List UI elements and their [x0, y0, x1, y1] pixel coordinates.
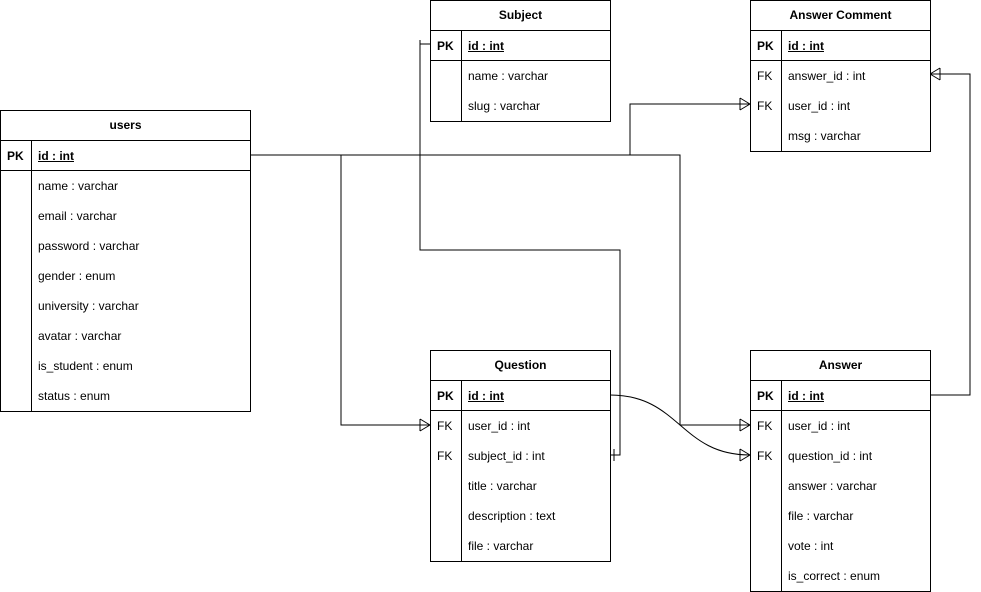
- entity-answer[interactable]: Answer PK id : int FK user_id : int FK que…: [750, 350, 931, 592]
- field-row: name : varchar: [431, 61, 610, 91]
- field-label: msg : varchar: [788, 129, 861, 143]
- field-row: is_correct : enum: [751, 561, 930, 591]
- connector-users-answer: [341, 154, 750, 426]
- key-label: FK: [757, 99, 773, 113]
- key-label: FK: [757, 69, 773, 83]
- field-row: title : varchar: [431, 471, 610, 501]
- entity-question[interactable]: Question PK id : int FK user_id : int FK s…: [430, 350, 611, 562]
- key-label: PK: [437, 388, 454, 403]
- crowfoot-answer-comment-answer-id: [929, 67, 941, 81]
- pk-row: PK id : int: [751, 31, 930, 61]
- field-row: answer : varchar: [751, 471, 930, 501]
- field-label: user_id : int: [468, 419, 531, 433]
- key-label: PK: [757, 38, 774, 53]
- key-label: FK: [757, 419, 773, 433]
- field-label: email : varchar: [38, 209, 117, 223]
- pk-row: PK id : int: [1, 141, 250, 171]
- field-row: FK user_id : int: [751, 91, 930, 121]
- field-label: is_correct : enum: [788, 569, 881, 583]
- pk-row: PK id : int: [431, 381, 610, 411]
- entity-users[interactable]: users PK id : int name : varchar email :…: [0, 110, 251, 412]
- field-label: answer : varchar: [788, 479, 877, 493]
- field-row: slug : varchar: [431, 91, 610, 121]
- crowfoot-answer-user-id: [739, 418, 751, 432]
- key-label: FK: [437, 449, 453, 463]
- crowfoot-answer-comment-user-id: [739, 97, 751, 111]
- connector-answer-answer-comment: [930, 73, 971, 396]
- field-row: password : varchar: [1, 231, 250, 261]
- field-row: file : varchar: [751, 501, 930, 531]
- field-row: vote : int: [751, 531, 930, 561]
- field-row: msg : varchar: [751, 121, 930, 151]
- field-row: FK answer_id : int: [751, 61, 930, 91]
- entity-title: Question: [431, 351, 610, 381]
- field-label: is_student : enum: [38, 359, 133, 373]
- field-row: FK user_id : int: [751, 411, 930, 441]
- field-row: description : text: [431, 501, 610, 531]
- field-label: name : varchar: [468, 69, 549, 83]
- pk-row: PK id : int: [751, 381, 930, 411]
- field-row: FK question_id : int: [751, 441, 930, 471]
- entity-subject[interactable]: Subject PK id : int name : varchar slug …: [430, 0, 611, 122]
- field-label: avatar : varchar: [38, 329, 122, 343]
- field-label: description : text: [468, 509, 556, 523]
- field-row: avatar : varchar: [1, 321, 250, 351]
- key-label: PK: [437, 38, 454, 53]
- field-label: file : varchar: [468, 539, 534, 553]
- field-label: answer_id : int: [788, 69, 866, 83]
- field-label: id : int: [788, 388, 824, 403]
- field-label: question_id : int: [788, 449, 873, 463]
- entity-rows: PK id : int name : varchar email : varch…: [1, 141, 250, 411]
- entity-rows: PK id : int FK user_id : int FK question_i…: [751, 381, 930, 591]
- field-label: id : int: [468, 38, 504, 53]
- field-label: file : varchar: [788, 509, 854, 523]
- connector-question-answer: [609, 394, 751, 456]
- field-label: gender : enum: [38, 269, 116, 283]
- crowfoot-answer-question-id: [739, 448, 751, 462]
- field-label: status : enum: [38, 389, 111, 403]
- entity-rows: PK id : int FK answer_id : int FK user_id …: [751, 31, 930, 151]
- entity-title: Answer: [751, 351, 930, 381]
- field-label: id : int: [468, 388, 504, 403]
- entity-answer-comment[interactable]: Answer Comment PK id : int FK answer_id :…: [750, 0, 931, 152]
- field-label: password : varchar: [38, 239, 140, 253]
- key-label: FK: [757, 449, 773, 463]
- key-label: PK: [7, 148, 24, 163]
- field-label: name : varchar: [38, 179, 119, 193]
- field-row: FK user_id : int: [431, 411, 610, 441]
- field-label: title : varchar: [468, 479, 537, 493]
- connector-users-answer-comment: [629, 103, 750, 155]
- field-label: vote : int: [788, 539, 834, 553]
- entity-rows: PK id : int FK user_id : int FK subject_id…: [431, 381, 610, 561]
- field-row: name : varchar: [1, 171, 250, 201]
- entity-title: Subject: [431, 1, 610, 31]
- field-row: FK subject_id : int: [431, 441, 610, 471]
- field-label: id : int: [788, 38, 824, 53]
- field-label: id : int: [38, 148, 74, 163]
- field-label: user_id : int: [788, 419, 851, 433]
- field-row: is_student : enum: [1, 351, 250, 381]
- field-label: subject_id : int: [468, 449, 545, 463]
- connector-users-question: [250, 154, 430, 426]
- field-row: gender : enum: [1, 261, 250, 291]
- crowfoot-question-user-id: [419, 418, 431, 432]
- entity-rows: PK id : int name : varchar slug : varcha…: [431, 31, 610, 121]
- pk-row: PK id : int: [431, 31, 610, 61]
- key-label: FK: [437, 419, 453, 433]
- entity-title: Answer Comment: [751, 1, 930, 31]
- key-label: PK: [757, 388, 774, 403]
- connector-subject-question: [419, 43, 621, 456]
- entity-title: users: [1, 111, 250, 141]
- field-label: slug : varchar: [468, 99, 541, 113]
- field-row: email : varchar: [1, 201, 250, 231]
- field-row: status : enum: [1, 381, 250, 411]
- field-row: university : varchar: [1, 291, 250, 321]
- field-row: file : varchar: [431, 531, 610, 561]
- field-label: university : varchar: [38, 299, 139, 313]
- field-label: user_id : int: [788, 99, 851, 113]
